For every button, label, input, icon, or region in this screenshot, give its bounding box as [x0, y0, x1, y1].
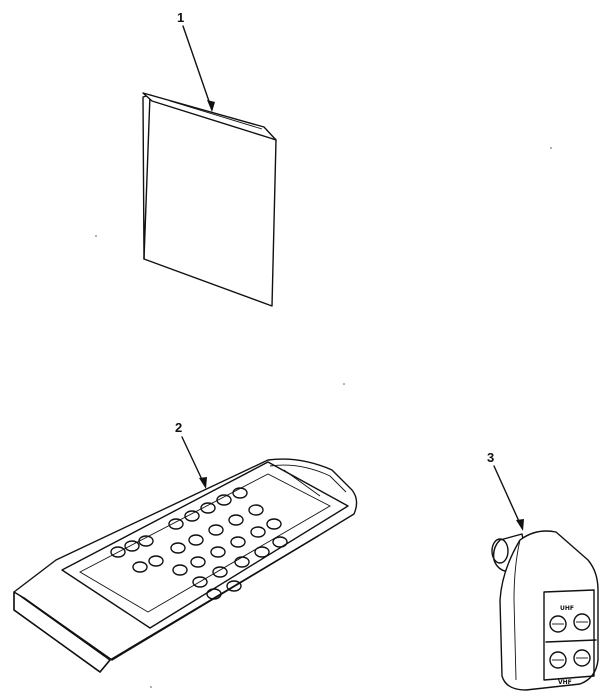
- antenna-adapter: [491, 530, 599, 691]
- adapter-label-bottom: VHF: [558, 679, 572, 686]
- speck: [150, 686, 152, 688]
- manual-booklet: [142, 92, 277, 307]
- callout-leader-3: [493, 465, 523, 529]
- speck: [343, 383, 345, 385]
- callout-arrowhead-2: [199, 477, 207, 489]
- callout-arrowhead-3: [516, 519, 524, 531]
- speck: [550, 147, 552, 149]
- callout-leader-1: [182, 25, 213, 111]
- remote-control: [13, 458, 358, 673]
- remote-buttons: [110, 487, 288, 600]
- adapter-label-top: UHF: [560, 605, 574, 612]
- callout-number-3: 3: [487, 450, 494, 465]
- callout-number-2: 2: [175, 420, 182, 435]
- callout-arrowhead-1: [207, 100, 215, 112]
- speck: [95, 235, 97, 237]
- callout-number-1: 1: [177, 10, 184, 25]
